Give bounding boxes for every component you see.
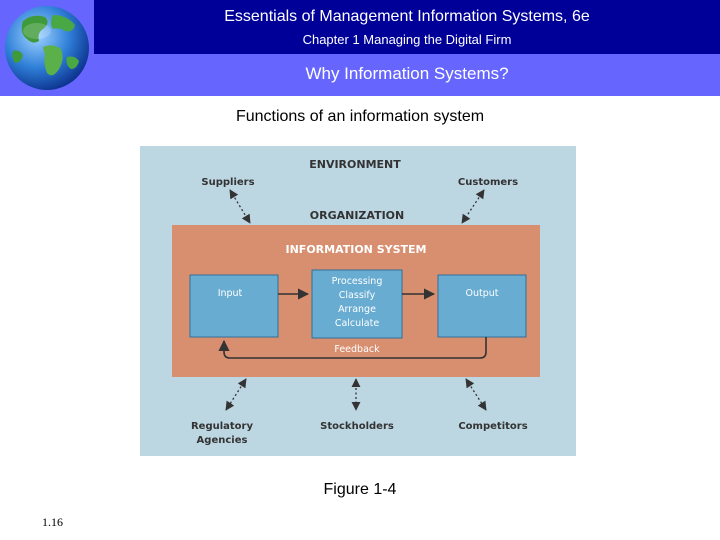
information-system-label: INFORMATION SYSTEM xyxy=(286,243,427,256)
input-box xyxy=(189,274,279,338)
entity-regulatory-line2: Agencies xyxy=(197,435,248,446)
competitors-arrow xyxy=(465,378,487,411)
processing-arrange: Arrange xyxy=(338,304,376,315)
organization-label: ORGANIZATION xyxy=(310,209,404,222)
entity-competitors: Competitors xyxy=(458,421,527,432)
entity-customers: Customers xyxy=(458,177,518,188)
globe-logo xyxy=(0,0,94,96)
subheader-band xyxy=(0,54,720,96)
processing-classify: Classify xyxy=(339,290,376,301)
course-title: Essentials of Management Information Sys… xyxy=(224,8,590,25)
output-box xyxy=(437,274,527,338)
entity-suppliers: Suppliers xyxy=(201,177,254,188)
figure-caption: Figure 1-4 xyxy=(323,481,397,498)
processing-calculate: Calculate xyxy=(335,318,380,329)
feedback-label: Feedback xyxy=(334,344,380,355)
chapter-title: Chapter 1 Managing the Digital Firm xyxy=(302,32,512,47)
suppliers-arrow xyxy=(229,189,251,224)
input-label: Input xyxy=(218,288,243,299)
processing-label: Processing xyxy=(332,276,383,287)
slide-number: 1.16 xyxy=(42,515,63,529)
customers-arrow xyxy=(461,189,485,224)
entity-regulatory-line1: Regulatory xyxy=(191,421,254,432)
header-band xyxy=(0,0,720,54)
processing-box xyxy=(311,269,403,339)
regulatory-arrow xyxy=(225,378,247,411)
output-label: Output xyxy=(466,288,499,299)
slide-subtitle: Functions of an information system xyxy=(235,108,485,125)
environment-label: ENVIRONMENT xyxy=(309,158,401,171)
feedback-arrow xyxy=(218,337,487,359)
globe-icon xyxy=(5,6,89,90)
entity-stockholders: Stockholders xyxy=(320,421,394,432)
slide-heading: Why Information Systems? xyxy=(305,64,509,83)
information-system-diagram: ENVIRONMENT Suppliers Customers ORGANIZA… xyxy=(140,146,576,456)
